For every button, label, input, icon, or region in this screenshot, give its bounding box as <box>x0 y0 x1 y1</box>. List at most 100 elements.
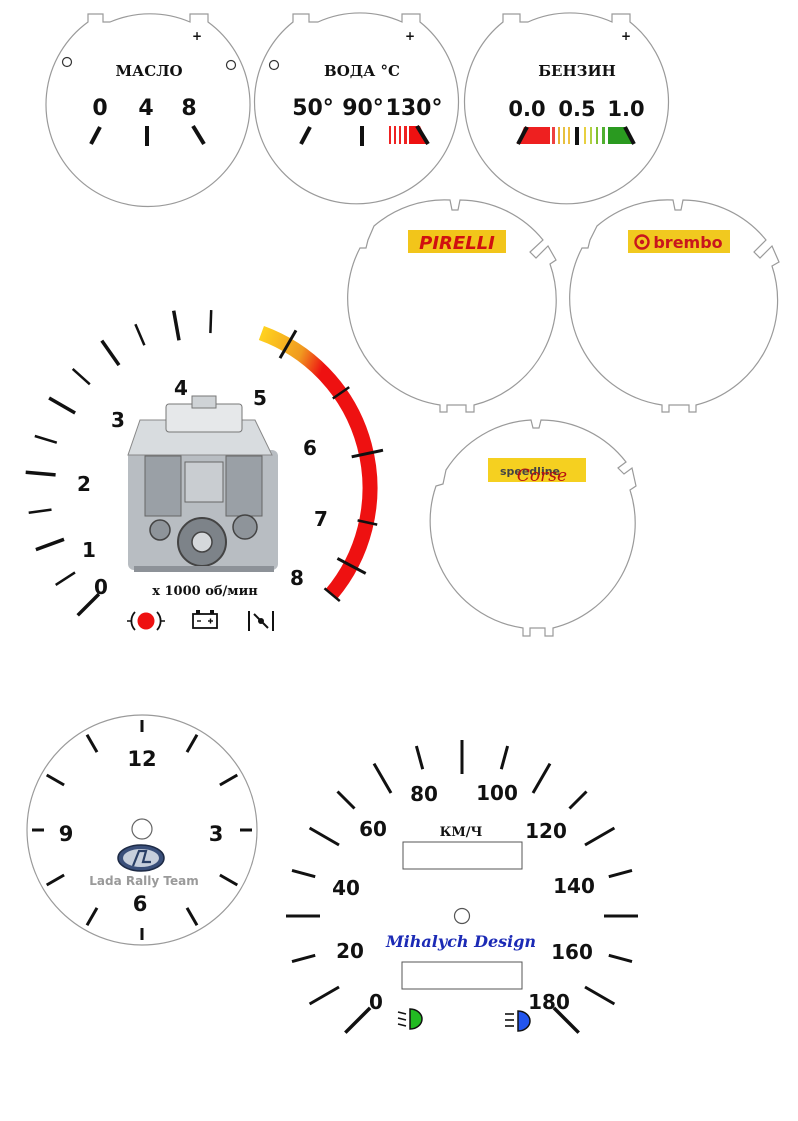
brembo-logo-bg <box>628 230 730 253</box>
fuel-label: 0.0 <box>508 97 545 121</box>
designer-signature: Mihalych Design <box>385 932 536 951</box>
clock-label: 12 <box>127 747 156 771</box>
clock-hour-tick <box>45 873 65 887</box>
tach-major-tick <box>48 396 76 415</box>
speedo-major-tick <box>336 790 356 810</box>
tach-label: 4 <box>174 376 188 400</box>
water-label: 90° <box>342 96 384 121</box>
speedo-minor-tick <box>372 762 393 794</box>
brembo-mark-icon <box>634 234 650 250</box>
clock-center-hole <box>131 818 153 840</box>
tach-label: 5 <box>253 386 267 410</box>
plus-mark: + <box>192 29 202 43</box>
water-tick <box>299 126 312 145</box>
clock: 12 3 6 9 Lada Rally Team <box>26 714 258 946</box>
speedo-minor-tick <box>584 826 616 847</box>
mount-hole <box>225 59 237 71</box>
speedo-major-tick <box>291 953 316 964</box>
engine-image <box>127 395 278 572</box>
speedo-label: 180 <box>528 990 570 1014</box>
water-label: 50° <box>292 96 334 121</box>
water-label: 130° <box>386 96 443 121</box>
clock-ticks <box>32 720 252 940</box>
low-beam-icon <box>397 1008 423 1030</box>
speedo-label: 160 <box>551 940 593 964</box>
tach-redline-band <box>258 325 378 599</box>
oil-label: 0 <box>92 96 107 121</box>
battery-icon <box>192 610 218 629</box>
tach-major-tick <box>25 470 56 477</box>
speedo-major-tick <box>291 868 316 879</box>
fuel-gauge: + БЕНЗИН 0.0 0.5 1.0 <box>463 12 670 205</box>
speedline-logo-bg <box>488 458 586 482</box>
tach-major-tick <box>171 310 181 341</box>
speedline-plate: speedline Corse <box>429 419 637 637</box>
trip-odometer-window <box>402 841 523 870</box>
speedo-label: 60 <box>359 817 387 841</box>
speedline-script: Corse <box>517 466 567 486</box>
tach-major-tick <box>100 339 121 367</box>
tach-minor-tick <box>209 310 213 334</box>
clock-hour-tick <box>45 773 65 787</box>
speedo-label: 140 <box>553 874 595 898</box>
clock-hour-tick <box>185 733 199 753</box>
fuel-label: 0.5 <box>558 97 595 121</box>
mount-hole <box>268 59 280 71</box>
speedo-major-tick <box>608 868 633 879</box>
speedo-unit: КМ/Ч <box>440 825 483 840</box>
oil-label: 8 <box>181 96 196 121</box>
oil-tick <box>89 126 102 145</box>
tach-minor-tick <box>34 434 58 444</box>
tach-band-tick <box>278 329 298 359</box>
odometer-window <box>401 961 523 990</box>
speedo-minor-tick <box>531 762 552 794</box>
tach-minor-tick <box>28 508 52 515</box>
tach-major-tick <box>76 592 101 617</box>
tach-band-tick <box>357 519 378 526</box>
clock-hour-tick <box>219 873 239 887</box>
brembo-plate: brembo <box>569 199 780 413</box>
water-hot-zone <box>389 124 430 146</box>
plus-mark: + <box>405 29 415 43</box>
pirelli-logo: PIRELLI <box>419 233 495 254</box>
speedo-label: 100 <box>476 781 518 805</box>
speedo-major-tick <box>414 745 425 770</box>
speedo-major-tick <box>608 953 633 964</box>
clock-label: 9 <box>59 822 74 846</box>
tach-label: 2 <box>77 472 91 496</box>
tach-unit: x 1000 об/мин <box>152 584 258 599</box>
fuel-title: БЕНЗИН <box>538 62 616 80</box>
mount-hole <box>61 56 73 68</box>
tach-label: 7 <box>314 507 328 531</box>
oil-label: 4 <box>138 96 153 121</box>
tach-label: 1 <box>82 538 96 562</box>
brake-warning-icon <box>127 611 165 631</box>
speedo-major-tick <box>499 745 510 770</box>
clock-label: 3 <box>209 822 224 846</box>
lada-logo-icon <box>117 844 165 872</box>
fuel-scale <box>516 126 636 145</box>
tach-minor-tick <box>134 323 146 346</box>
oil-gauge-outline <box>45 13 251 207</box>
tach-band-tick <box>332 386 350 400</box>
speedo-ticks <box>286 740 638 1034</box>
tach-band-ticks <box>278 329 384 603</box>
water-title: ВОДА °С <box>324 62 400 80</box>
brembo-mark-dot <box>639 239 645 245</box>
plate-outline <box>429 419 637 637</box>
tach-band-tick <box>351 448 384 459</box>
tachometer: 0 1 2 3 4 5 6 7 8 x 1000 об/мин <box>25 310 384 631</box>
speedo-end-tick <box>552 1006 580 1034</box>
tach-minor-tick <box>71 367 91 386</box>
speedo-label: 120 <box>525 819 567 843</box>
speedo-minor-tick <box>308 985 340 1006</box>
fuel-gauge-outline <box>463 12 670 205</box>
tach-band-tick <box>323 587 341 603</box>
clock-label: 6 <box>133 892 148 916</box>
tach-label: 3 <box>111 408 125 432</box>
speedo-label: 0 <box>369 990 383 1014</box>
tach-minor-tick <box>55 571 76 586</box>
oil-title: МАСЛО <box>115 62 182 80</box>
water-gauge-outline <box>253 12 460 205</box>
brembo-logo: brembo <box>653 233 722 252</box>
